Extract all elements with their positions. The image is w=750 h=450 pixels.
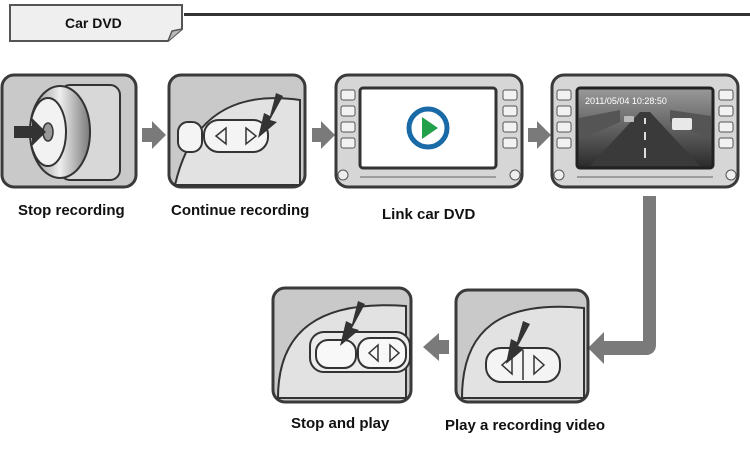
- header-tab-shape: [9, 4, 183, 42]
- press-arrow-icon: [340, 301, 365, 346]
- step2-image: [167, 73, 307, 189]
- elbow-arrow-icon: [588, 196, 656, 364]
- step3-caption: Link car DVD: [382, 206, 476, 223]
- right-arrow-icon: [312, 121, 335, 149]
- right-arrow-icon: [528, 121, 551, 149]
- page-title: Car DVD: [65, 15, 122, 31]
- step4-image: 2011/05/04 10:28:50: [550, 73, 740, 189]
- press-arrow-icon: [14, 118, 46, 146]
- step3-image: [334, 73, 524, 189]
- step5-caption: Play a recording video: [445, 417, 606, 434]
- step1-image: [0, 73, 138, 189]
- right-arrow-icon: [142, 121, 166, 149]
- header-rule: [184, 13, 750, 16]
- screen-timestamp: 2011/05/04 10:28:50: [585, 96, 667, 106]
- play-icon: [406, 106, 450, 150]
- left-arrow-icon: [423, 333, 449, 361]
- step1-caption: Stop recording: [18, 202, 125, 219]
- step6-caption: Stop and play: [291, 415, 390, 432]
- press-arrow-icon: [258, 93, 283, 138]
- press-arrow-icon: [506, 321, 530, 364]
- header-tab: Car DVD: [8, 3, 184, 43]
- step2-caption: Continue recording: [171, 202, 310, 219]
- step6-image: [271, 286, 413, 404]
- step5-image: [454, 288, 590, 404]
